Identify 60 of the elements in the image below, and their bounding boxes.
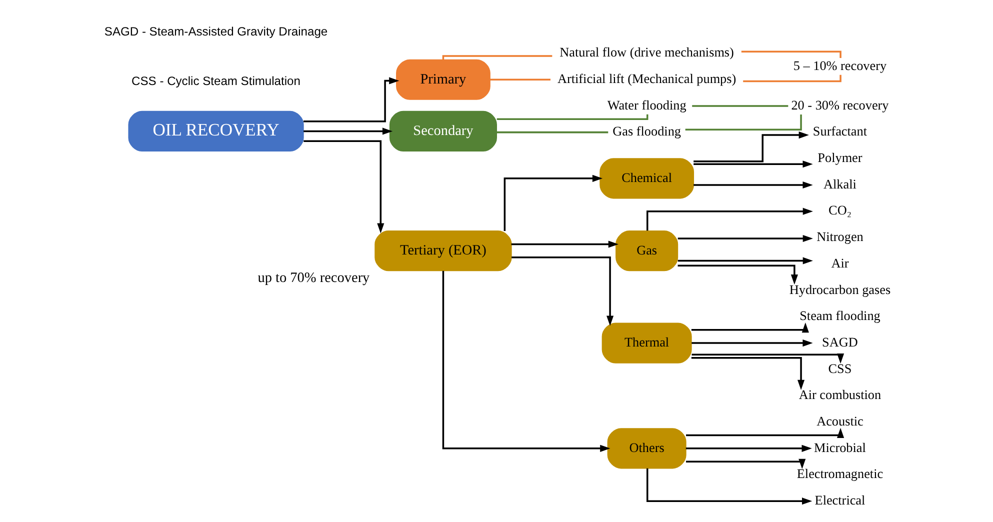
arrow [511, 256, 614, 326]
arrow [677, 234, 812, 242]
node-text: 5 – 10% recovery [792, 58, 886, 73]
arrow [685, 444, 812, 452]
arrow [646, 208, 812, 231]
node-box: Chemical [599, 158, 694, 199]
node-text: CO₂ [828, 202, 851, 218]
node-box: Thermal [601, 322, 692, 364]
node-text: SAGD [822, 334, 858, 350]
arrow [646, 468, 812, 505]
arrow [303, 128, 392, 135]
arrow [693, 160, 812, 168]
arrow [686, 458, 806, 469]
node-text: CSS [828, 360, 852, 376]
node-text: Gas flooding [612, 124, 680, 139]
arrow [686, 428, 844, 438]
node-text: Alkali [823, 176, 856, 192]
node-text: Artificial lift (Mechanical pumps) [556, 71, 736, 86]
arrow [693, 132, 808, 162]
arrow [691, 353, 844, 364]
arrow [691, 340, 812, 347]
connector [692, 105, 788, 107]
node-box: Secondary [388, 110, 496, 152]
arrow [510, 240, 618, 248]
node-text: Nitrogen [816, 229, 863, 244]
arrow [677, 257, 812, 264]
node-box: Primary [396, 59, 490, 100]
node-text: Polymer [817, 150, 862, 166]
connector [740, 50, 841, 58]
arrow [303, 77, 399, 122]
node-text: Water flooding [606, 97, 686, 112]
connector [742, 74, 841, 82]
node-text: 20 - 30% recovery [790, 97, 888, 112]
label: SAGD - Steam-Assisted Gravity Drainage [104, 24, 328, 39]
node-text: Electromagnetic [796, 466, 883, 482]
node-text: Air combustion [798, 387, 881, 402]
arrow [442, 270, 610, 452]
arrow [690, 322, 808, 333]
label: CSS - Cyclic Steam Stimulation [131, 74, 300, 88]
node-box: Others [606, 428, 686, 469]
node-box: OIL RECOVERY [128, 110, 304, 152]
node-label: up to 70% recovery [257, 270, 370, 286]
node-text: Steam flooding [799, 308, 880, 324]
node-text: Hydrocarbon gases [788, 282, 890, 297]
arrow [693, 181, 812, 189]
node-text: Surfactant [812, 124, 867, 139]
connector [489, 78, 550, 80]
node-text: Air [830, 255, 848, 270]
node-text: Electrical [814, 492, 865, 508]
arrow [503, 174, 602, 232]
connector [496, 131, 608, 134]
arrow [677, 264, 798, 285]
node-box: Tertiary (EOR) [374, 230, 512, 272]
arrow [690, 356, 804, 390]
node-box: Gas [615, 230, 678, 272]
arrow [303, 140, 384, 234]
node-text: Acoustic [816, 413, 863, 428]
node-text: Microbial [814, 440, 866, 455]
node-text: Natural flow (drive mechanisms) [559, 44, 734, 60]
connector [684, 114, 802, 130]
